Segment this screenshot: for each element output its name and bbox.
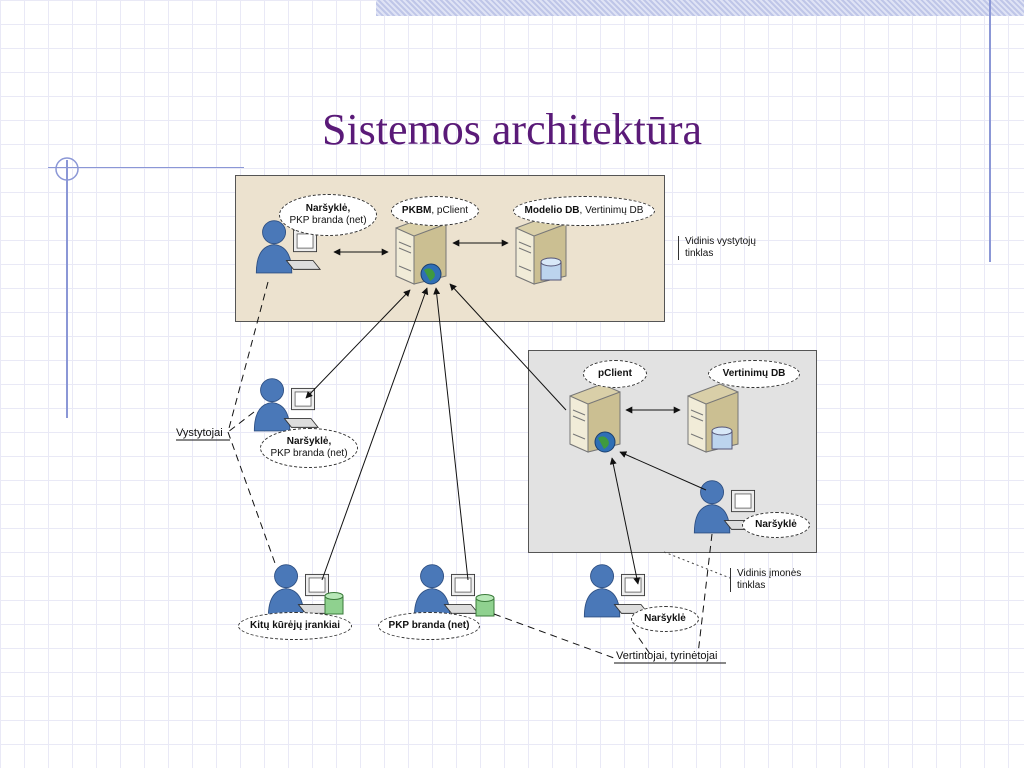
arrow-pkbm-pkpnet [433,287,469,581]
pclient-bubble: pClient [583,360,647,388]
decor-line-vertical [66,160,68,418]
dash-evaluators-2 [631,627,651,655]
dash-evaluators-3 [697,533,713,655]
dev2-browser-bubble: Naršyklė, PKP branda (net) [260,428,358,468]
developers-label: Vystytojai [176,427,223,439]
other-tools-bold: Kitų kūrėjų įrankiai [249,620,341,631]
pkp-net-bold: PKP branda (net) [388,620,470,631]
other-tools-bubble: Kitų kūrėjų įrankiai [238,612,352,640]
company-browser-bubble: Naršyklė [742,512,810,538]
eval-browser-bubble: Naršyklė [631,606,699,632]
model-db-cylinder-icon [540,257,562,281]
header-band [376,0,1024,16]
ratings-db-bubble: Vertinimų DB [708,360,800,388]
dev2-browser-bold: Naršyklė, [286,436,332,447]
other-tools-cylinder-icon [324,592,344,615]
model-db-bubble: Modelio DB, Vertinimų DB [513,196,655,226]
company-browser-bold: Naršyklė [755,519,797,530]
pkbm-bold: PKBM [401,205,432,216]
dev-network-note: Vidinis vystytojų tinklas [678,236,773,260]
decor-line-right [989,0,991,262]
ratings-db-cylinder-icon [711,426,733,450]
dev-browser-bold: Naršyklė, [305,203,351,214]
decor-circle [55,157,79,181]
eval-browser-bold: Naršyklė [644,613,686,624]
arrow-pkbm-dev2 [305,289,411,399]
dev2-user-icon [253,378,319,432]
pkbm-globe-icon [420,263,442,285]
eval-user-icon [583,564,649,618]
dash-developers-2 [227,411,255,433]
ratings-db-bold: Vertinimų DB [722,368,786,379]
model-db-text: , Vertinimų DB [579,205,644,216]
pkp-net-bubble: PKP branda (net) [378,612,480,640]
decor-line-horizontal [48,167,244,168]
dev-browser-text: PKP branda (net) [289,215,367,226]
dev-browser-bubble: Naršyklė, PKP branda (net) [279,194,377,236]
arrow-pclient-companyuser [619,451,707,491]
other-tools-user-icon [267,564,333,618]
dash-evaluators-1 [493,613,615,659]
dot-company-network [663,551,731,579]
pkp-net-cylinder-icon [475,594,495,617]
pkbm-text: , pClient [431,205,469,216]
arrow-pkbm-othertools [321,287,429,581]
pkp-net-user-icon [413,564,479,618]
page-title: Sistemos architektūra [321,105,702,154]
pclient-bold: pClient [598,368,632,379]
company-network-note: Vidinis įmonės tinklas [730,568,817,592]
dev2-browser-text: PKP branda (net) [270,448,348,459]
arrow-pkbm-pclient [449,283,567,411]
arrow-pclient-eval [609,457,641,585]
pclient-globe-icon [594,431,616,453]
model-db-bold: Modelio DB [524,205,580,216]
pkbm-bubble: PKBM, pClient [391,196,479,226]
dash-developers-1 [227,281,269,433]
evaluators-label: Vertintojai, tyrinėtojai [616,650,718,662]
